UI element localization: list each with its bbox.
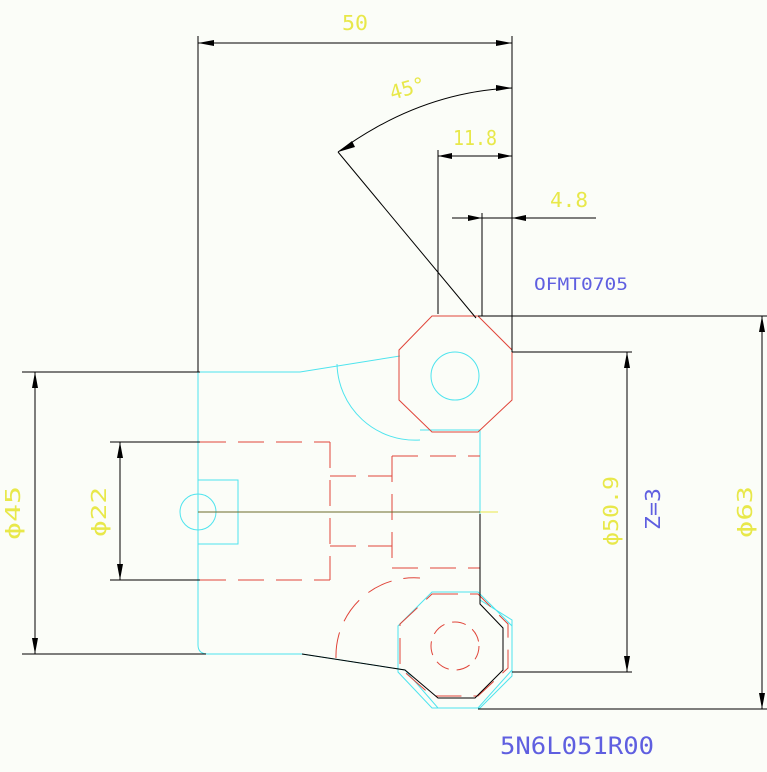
insert-code-label: OFMT0705: [534, 275, 628, 295]
teeth-count-label: Z=3: [641, 488, 665, 530]
top-insert-octagon: [398, 315, 513, 433]
lower-body-edge: [301, 514, 504, 699]
dim-phi50-9-label: ϕ50.9: [599, 476, 623, 546]
dim-phi45-label: ϕ45: [1, 486, 25, 540]
dimension-lines: [22, 36, 767, 710]
lower-insert-red-octagon: [399, 593, 509, 697]
dim-4-8-label: 4.8: [550, 188, 588, 212]
dimension-text: 50 45° 11.8 4.8 ϕ45 ϕ22 ϕ50.9 ϕ63: [1, 11, 757, 546]
dim-phi22-label: ϕ22: [87, 487, 111, 537]
top-insert: [398, 315, 513, 433]
body-profile: [197, 355, 513, 709]
dim-45-angle-label: 45°: [387, 72, 428, 105]
dim-phi63-label: ϕ63: [733, 486, 757, 538]
part-number-label: 5N6L051R00: [500, 732, 654, 760]
lower-pocket-arc: [335, 577, 421, 659]
hidden-lines: [200, 441, 509, 697]
dim-50-label: 50: [342, 11, 368, 35]
dim-11-8-label: 11.8: [453, 126, 497, 150]
arrowheads: [32, 40, 765, 709]
cutter-body-outline: [179, 351, 513, 709]
labels: OFMT0705 Z=3 5N6L051R00: [500, 275, 665, 760]
lower-insert-cyan-octagon: [397, 591, 513, 709]
insert-screw-circle: [430, 351, 480, 401]
lower-screw-circle: [430, 621, 480, 671]
pocket-arc: [336, 363, 421, 441]
